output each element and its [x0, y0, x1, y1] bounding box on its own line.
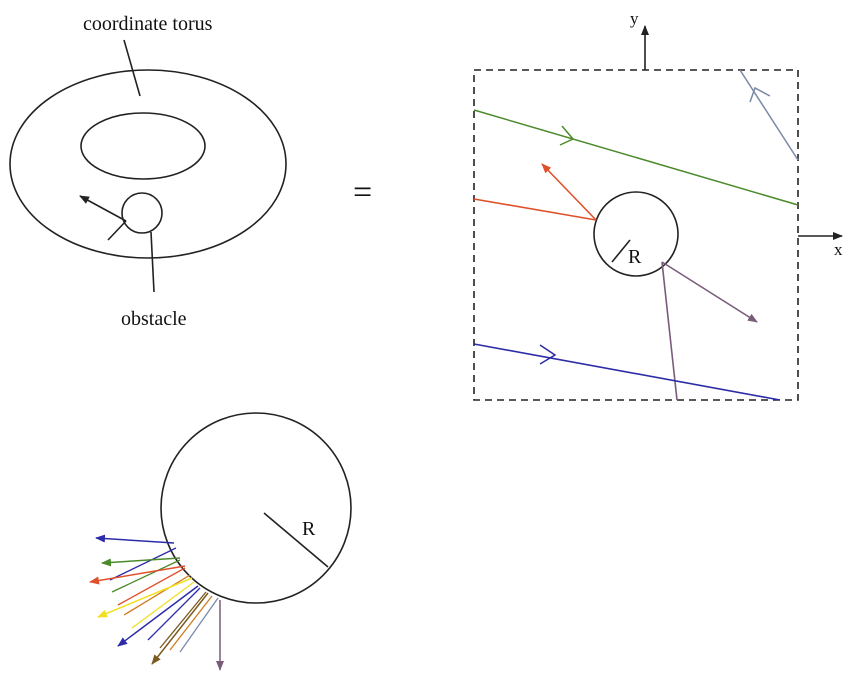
- unfolded-square-figure: y x R: [473, 9, 843, 401]
- red-reflected-arrow: [541, 163, 597, 221]
- obstacle-label: obstacle: [121, 308, 187, 330]
- incoming-ray-green: [111, 559, 181, 593]
- torus-trajectory-line: [107, 220, 127, 241]
- torus-figure: coordinate torus obstacle: [9, 13, 287, 330]
- torus-label: coordinate torus: [83, 13, 213, 35]
- green-direction-chevron: [559, 125, 575, 146]
- red-incoming-trajectory: [473, 198, 597, 221]
- green-trajectory: [473, 109, 799, 206]
- purple-reflected-arrow: [661, 261, 758, 323]
- incoming-ray-yellow: [131, 581, 195, 629]
- incoming-ray-orange-2: [169, 595, 213, 651]
- torus-outer-ellipse: [9, 69, 287, 259]
- reflected-arrow-red: [89, 565, 186, 585]
- purple-incoming-trajectory: [661, 261, 678, 401]
- periodic-boundary-square: [473, 69, 799, 401]
- large-radius-label: R: [302, 518, 316, 540]
- reflected-arrow-green: [101, 557, 181, 567]
- square-radius-label: R: [628, 246, 642, 268]
- scatterer-circle: [593, 191, 679, 277]
- scattering-fan-figure: R: [89, 412, 352, 671]
- square-radius-line: [611, 239, 631, 263]
- equals-sign: =: [353, 174, 372, 211]
- incoming-ray-blue-2: [147, 587, 201, 641]
- torus-inner-ellipse: [80, 112, 206, 180]
- incoming-ray-blue: [109, 547, 177, 581]
- reflected-arrow-yellow: [97, 577, 193, 618]
- blue-trajectory: [473, 343, 781, 401]
- large-scatterer-circle: [160, 412, 352, 604]
- x-axis-label: x: [834, 240, 843, 259]
- obstacle-circle: [121, 192, 163, 234]
- torus-label-leader: [123, 39, 141, 97]
- steel-direction-chevron: [749, 86, 771, 103]
- torus-reflection-arrow: [79, 195, 127, 222]
- incoming-ray-brown: [159, 591, 207, 649]
- reflected-arrow-blue-2: [117, 585, 199, 647]
- large-radius-line: [263, 512, 329, 568]
- reflected-arrow-blue: [95, 534, 175, 544]
- steel-trajectory: [739, 69, 799, 161]
- incoming-ray-orange: [123, 574, 191, 616]
- reflected-arrow-brown: [151, 592, 209, 665]
- y-axis-label: y: [630, 9, 639, 28]
- incoming-ray-red: [117, 567, 186, 606]
- incoming-ray-steel: [179, 597, 219, 653]
- blue-direction-chevron: [539, 344, 557, 365]
- obstacle-label-leader: [150, 231, 155, 293]
